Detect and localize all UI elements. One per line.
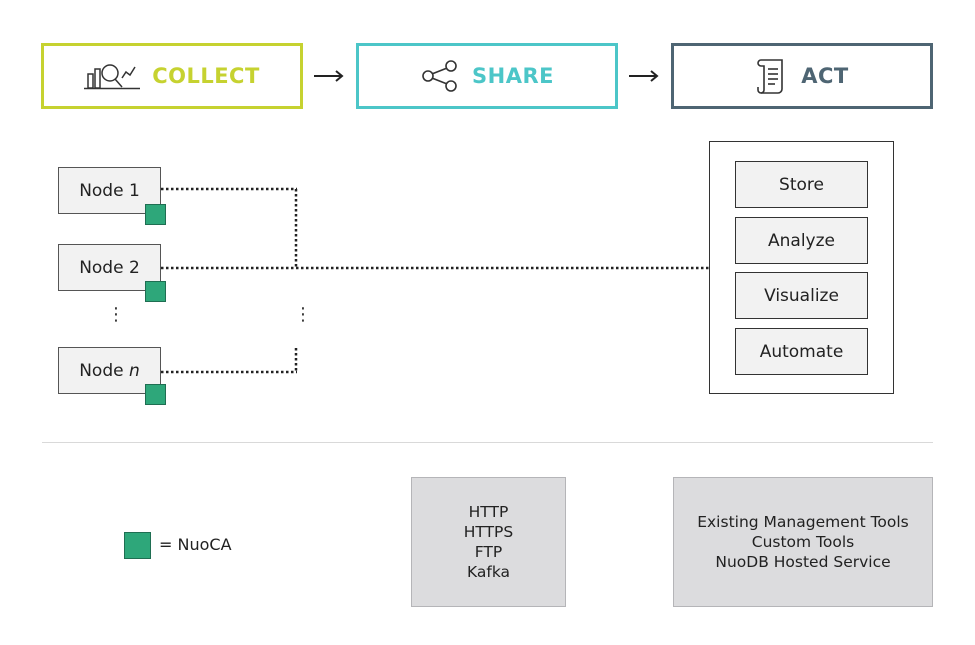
vertical-ellipsis: ⋮	[107, 304, 125, 325]
stage-collect-label: COLLECT	[152, 64, 260, 88]
act-item-analyze: Analyze	[735, 217, 868, 264]
protocol-item: FTP	[474, 543, 503, 561]
nuoca-agent-marker	[145, 281, 166, 302]
protocol-item: HTTP	[468, 503, 509, 521]
legend-swatch	[124, 532, 151, 559]
tools-box: Existing Management Tools Custom Tools N…	[673, 477, 933, 607]
nuoca-agent-marker	[145, 384, 166, 405]
chart-magnifier-icon	[84, 60, 141, 92]
node-1: Node 1	[58, 167, 161, 214]
node-1-prefix: Node	[79, 180, 124, 201]
vertical-ellipsis: ⋮	[294, 304, 312, 325]
node-n-suffix: n	[129, 360, 140, 381]
protocol-item: Kafka	[466, 563, 511, 581]
stage-collect: COLLECT	[41, 43, 303, 109]
stage-act: ACT	[671, 43, 933, 109]
node-2-prefix: Node	[79, 257, 124, 278]
section-divider	[42, 442, 933, 443]
act-item-visualize: Visualize	[735, 272, 868, 319]
protocol-item: HTTPS	[463, 523, 514, 541]
tool-item: NuoDB Hosted Service	[715, 553, 891, 571]
scroll-document-icon	[755, 56, 789, 96]
tool-item: Custom Tools	[751, 533, 855, 551]
node-n-prefix: Node	[79, 360, 124, 381]
stage-share: SHARE	[356, 43, 618, 109]
legend-label: = NuoCA	[159, 535, 232, 554]
protocols-box: HTTP HTTPS FTP Kafka	[411, 477, 566, 607]
stage-share-label: SHARE	[472, 64, 554, 88]
arrow-right-icon	[314, 70, 344, 82]
act-item-automate: Automate	[735, 328, 868, 375]
tool-item: Existing Management Tools	[697, 513, 909, 531]
share-icon	[420, 60, 460, 92]
node-1-suffix: 1	[128, 180, 140, 201]
node-2: Node 2	[58, 244, 161, 291]
node-n: Node n	[58, 347, 161, 394]
nuoca-agent-marker	[145, 204, 166, 225]
node-2-suffix: 2	[128, 257, 140, 278]
act-item-store: Store	[735, 161, 868, 208]
arrow-right-icon	[629, 70, 659, 82]
stage-act-label: ACT	[801, 64, 849, 88]
